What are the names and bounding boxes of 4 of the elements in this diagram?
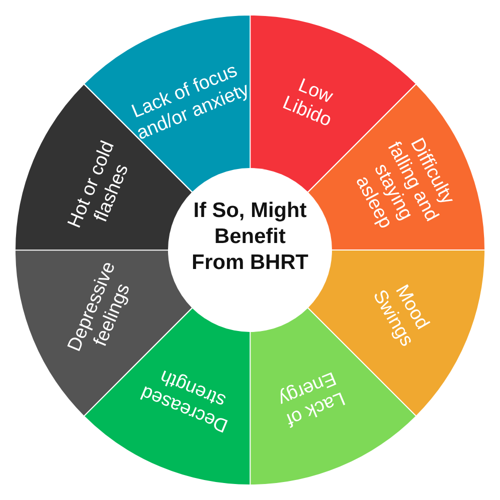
segment-label: Low Libido (278, 74, 337, 134)
segment-label: Lack of Energy (274, 366, 349, 432)
segment-label: Lack of focus and/or anxiety (128, 59, 253, 146)
center-heading: If So, Might Benefit From BHRT (190, 198, 310, 276)
